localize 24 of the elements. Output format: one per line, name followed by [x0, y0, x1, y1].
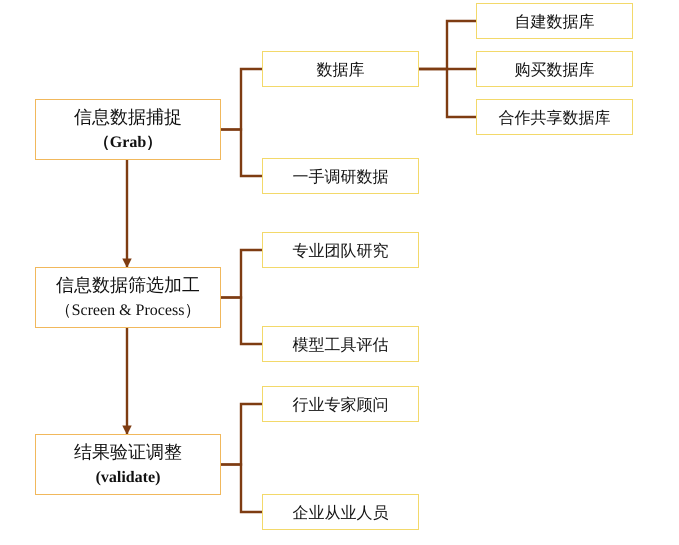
connector-line: [419, 68, 476, 118]
arrow: [122, 160, 132, 268]
category-box: 自建数据库: [476, 3, 633, 39]
step-subtitle: （Grab）: [94, 132, 162, 152]
process-box: [35, 267, 221, 328]
category-box: 模型工具评估: [262, 326, 419, 362]
step-title: 结果验证调整: [74, 440, 182, 464]
step-title: 信息数据捕捉: [74, 106, 182, 130]
category-box: 数据库: [262, 51, 419, 87]
step-subtitle: （Screen & Process）: [56, 300, 200, 320]
category-box: 一手调研数据: [262, 158, 419, 194]
category-box: 企业从业人员: [262, 494, 419, 530]
process-box: [35, 434, 221, 495]
connector-line: [221, 296, 262, 346]
category-box: 合作共享数据库: [476, 99, 633, 135]
category-box: 购买数据库: [476, 51, 633, 87]
connector-line: [221, 128, 262, 178]
arrow: [122, 328, 132, 435]
process-box: [35, 99, 221, 160]
connector-line: [221, 463, 262, 514]
category-box: 专业团队研究: [262, 232, 419, 268]
category-box: 行业专家顾问: [262, 386, 419, 422]
step-subtitle: (validate): [96, 468, 160, 488]
step-title: 信息数据筛选加工: [56, 274, 200, 298]
